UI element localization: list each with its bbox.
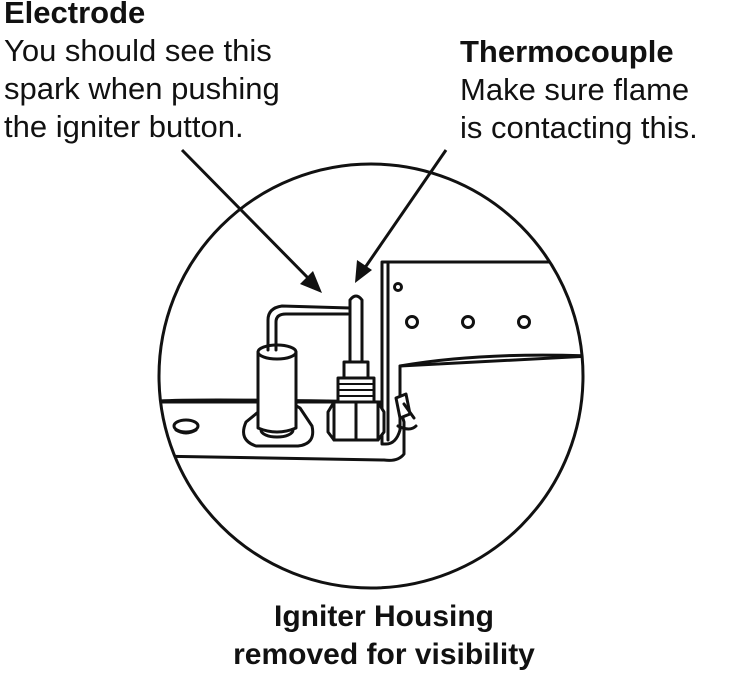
thermocouple-callout: Thermocouple Make sure flame is contacti… [460, 33, 698, 147]
electrode-text-line-3: the igniter button. [4, 109, 244, 144]
thermocouple-text-line-1: Make sure flame [460, 72, 690, 107]
thermocouple-probe [348, 294, 364, 364]
caption-line-1: Igniter Housing [274, 600, 494, 633]
bracket-plate-edge [159, 398, 382, 404]
flange-hole-1 [393, 282, 403, 292]
thermocouple-arrow [355, 149, 448, 283]
electrode-title: Electrode [4, 0, 146, 30]
bracket-flange [380, 260, 583, 446]
electrode-callout: Electrode You should see this spark when… [4, 0, 280, 146]
electrode-body [256, 350, 298, 434]
thermocouple-title: Thermocouple [460, 34, 674, 69]
thermocouple-text-line-2: is contacting this. [460, 110, 698, 145]
flange-hole-2 [405, 315, 419, 329]
diagram-caption: Igniter Housing removed for visibility [0, 598, 732, 674]
magnifier-circle [157, 162, 585, 590]
flange-hole-3 [461, 315, 475, 329]
electrode-text-line-1: You should see this [4, 33, 272, 68]
caption-line-2: removed for visibility [233, 638, 535, 671]
electrode-text-line-2: spark when pushing [4, 71, 280, 106]
flange-hole-4 [517, 315, 531, 329]
electrode-arrow [180, 148, 322, 293]
